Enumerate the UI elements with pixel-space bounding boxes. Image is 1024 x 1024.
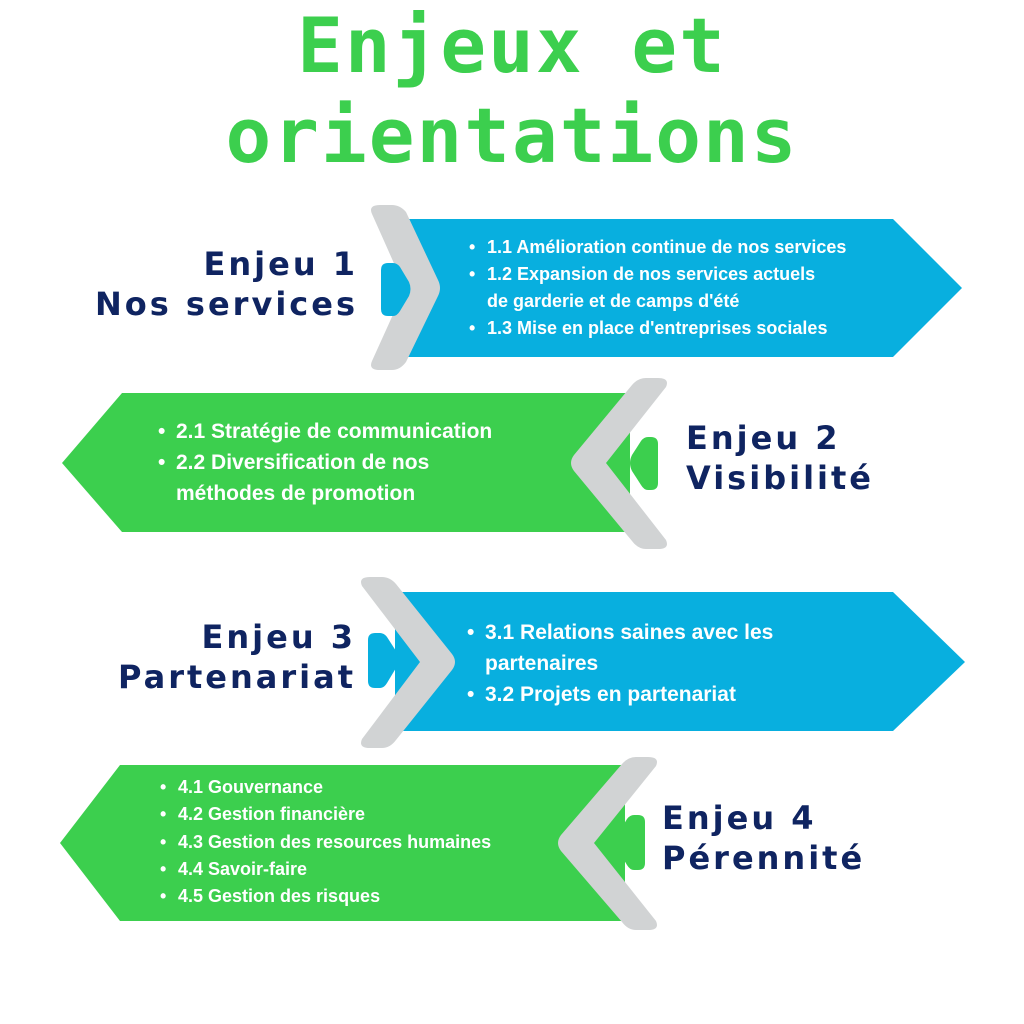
- bullet-icon: •: [160, 858, 167, 879]
- enjeu-2-number: Enjeu 2: [686, 419, 841, 457]
- enjeu-4-arrow-banner: [60, 765, 625, 921]
- bullet-icon: •: [160, 804, 167, 825]
- enjeu-2-arrow-banner: [62, 393, 630, 532]
- list-item: •1.3 Mise en place d'entreprises sociale…: [469, 315, 846, 342]
- enjeu-3-number: Enjeu 3: [201, 618, 356, 656]
- enjeu-1-name: Nos services: [94, 285, 358, 323]
- bullet-icon: •: [467, 621, 475, 644]
- list-item: •3.2 Projets en partenariat: [467, 679, 773, 710]
- list-item: •4.1 Gouvernance: [160, 774, 491, 801]
- enjeu-4-orientations-list: •4.1 Gouvernance •4.2 Gestion financière…: [160, 774, 491, 910]
- enjeu-1-arrow-banner: [400, 219, 962, 357]
- enjeu-3-graphic: [361, 577, 965, 748]
- enjeu-4-name: Pérennité: [662, 839, 866, 877]
- enjeu-3-arrow-banner: [395, 592, 965, 731]
- enjeu-1-orientations-list: •1.1 Amélioration continue de nos servic…: [469, 234, 846, 342]
- bullet-icon: •: [160, 886, 167, 907]
- list-item: •4.3 Gestion des resources humaines: [160, 829, 491, 856]
- enjeu-1-graphic: [371, 205, 962, 370]
- bullet-icon: •: [160, 777, 167, 797]
- enjeu-2-orientations-list: •2.1 Stratégie de communication •2.2 Div…: [158, 416, 492, 509]
- bullet-icon: •: [158, 451, 166, 474]
- list-item: •1.1 Amélioration continue de nos servic…: [469, 234, 846, 261]
- enjeu-4-number: Enjeu 4: [662, 799, 817, 837]
- list-item: •4.4 Savoir-faire: [160, 856, 491, 883]
- page-title-line-2: orientations: [225, 91, 799, 180]
- bullet-icon: •: [467, 683, 475, 706]
- bullet-icon: •: [158, 420, 166, 443]
- enjeu-3-label: Enjeu 3 Partenariat: [40, 617, 356, 697]
- enjeu-2-name: Visibilité: [686, 459, 874, 497]
- enjeu-1-number: Enjeu 1: [203, 245, 358, 283]
- list-item: •4.2 Gestion financière: [160, 801, 491, 828]
- page-title-line-1: Enjeux et: [297, 1, 727, 90]
- enjeu-4-chevron-icon: [558, 757, 657, 930]
- enjeu-4-graphic: [60, 757, 657, 930]
- enjeu-1-label: Enjeu 1 Nos services: [40, 244, 358, 324]
- bullet-icon: •: [160, 831, 167, 852]
- enjeu-2-label: Enjeu 2 Visibilité: [686, 418, 874, 498]
- enjeu-2-graphic: [62, 378, 667, 549]
- enjeu-3-chevron-icon: [361, 577, 455, 748]
- list-item: •4.5 Gestion des risques: [160, 883, 491, 910]
- enjeu-4-label: Enjeu 4 Pérennité: [662, 798, 865, 878]
- enjeu-1-tab-icon: [381, 263, 411, 316]
- enjeu-2-chevron-icon: [571, 378, 667, 549]
- enjeu-2-tab-icon: [630, 437, 658, 490]
- bullet-icon: •: [469, 318, 476, 338]
- enjeu-3-tab-icon: [368, 633, 398, 688]
- list-item: •2.1 Stratégie de communication: [158, 416, 492, 447]
- bullet-icon: •: [469, 264, 476, 284]
- enjeu-3-name: Partenariat: [118, 658, 356, 696]
- enjeu-4-tab-icon: [616, 815, 645, 870]
- bullet-icon: •: [469, 237, 476, 257]
